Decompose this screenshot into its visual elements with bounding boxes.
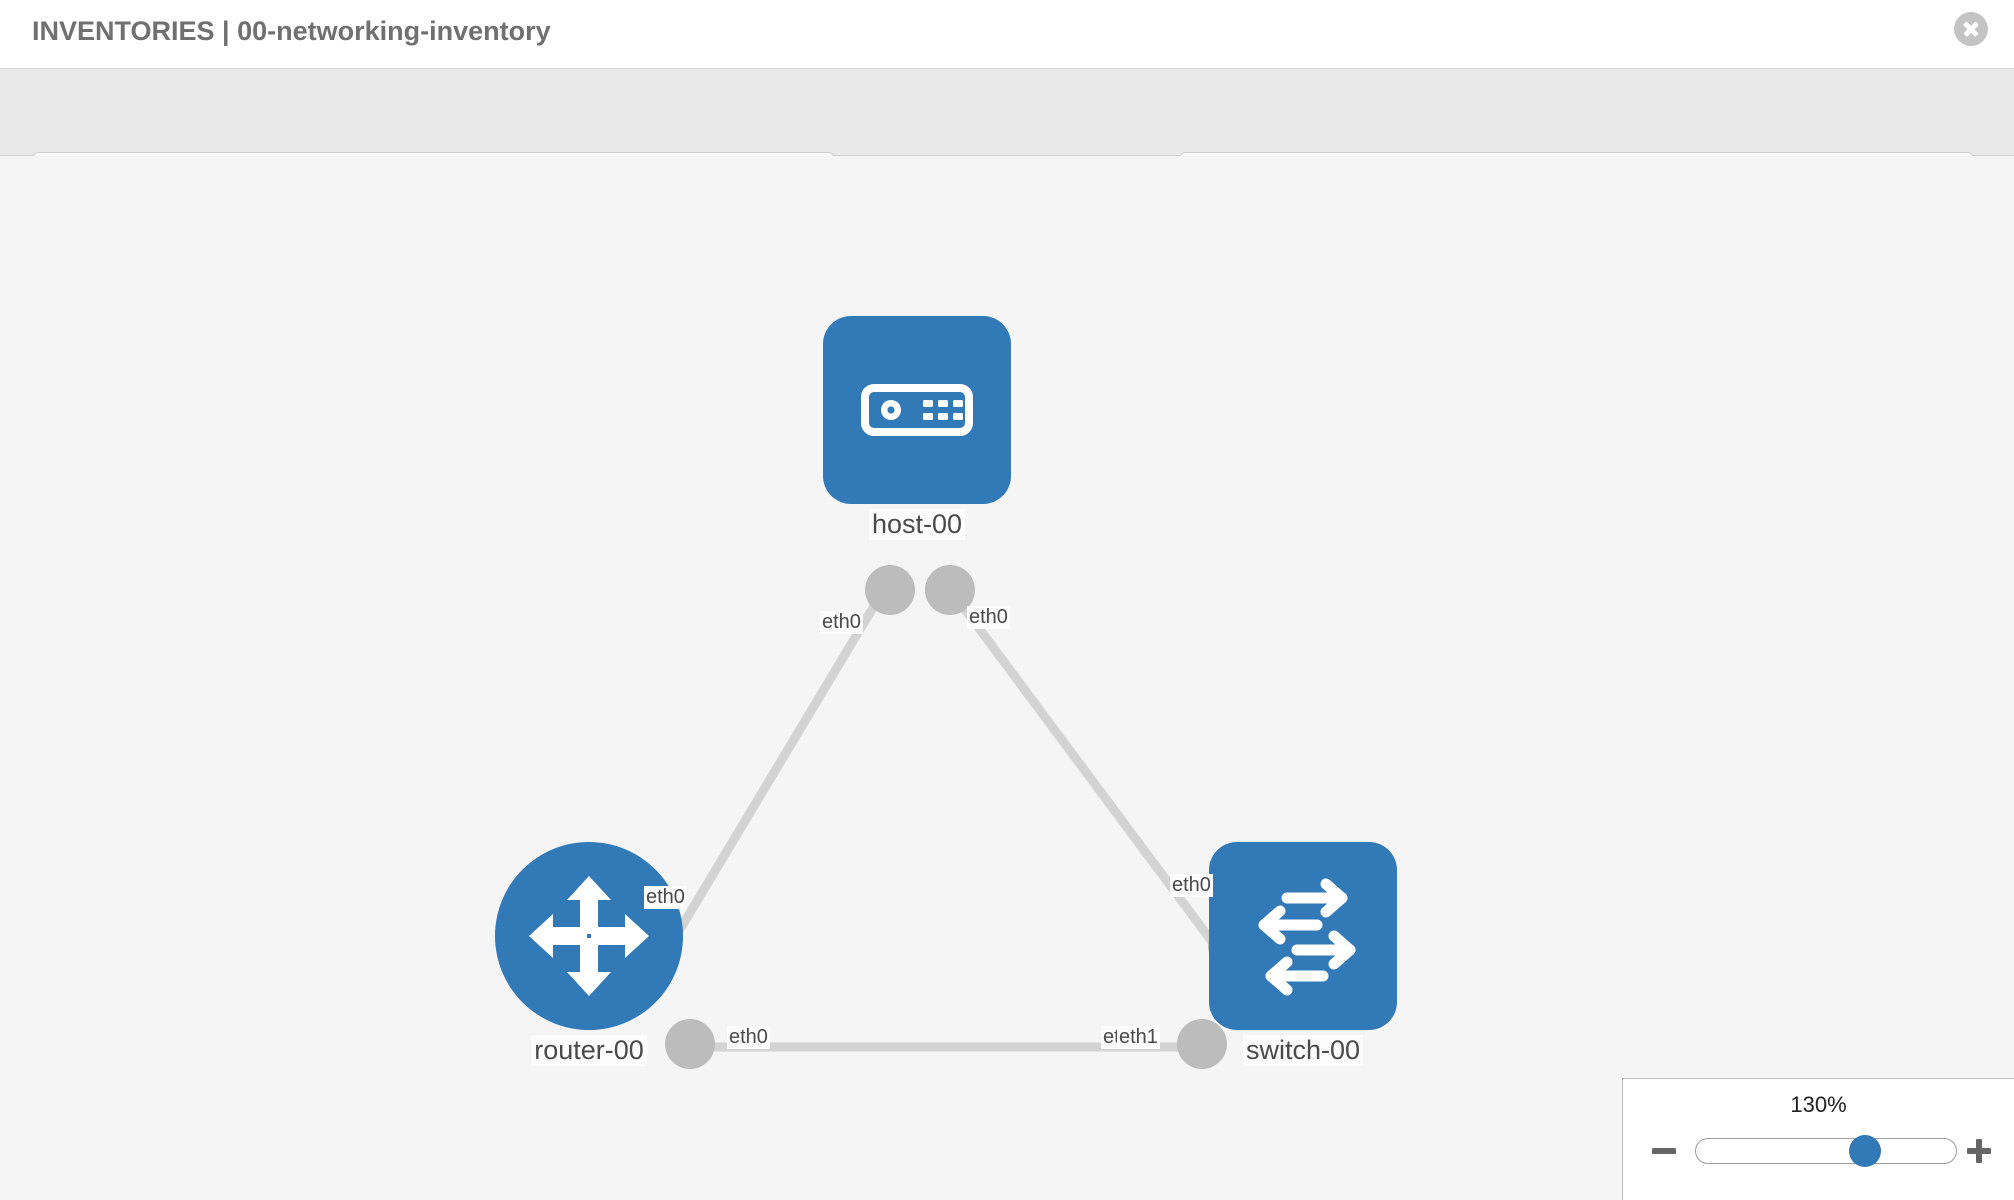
iface-label-switch-up: eth0 (1170, 874, 1213, 897)
interface-endpoint-router-right[interactable] (665, 1019, 715, 1069)
zoom-slider-row (1623, 1131, 2014, 1171)
plus-icon[interactable] (1964, 1136, 1994, 1166)
host-node-shape[interactable] (823, 316, 1011, 504)
node-label-switch-00: switch-00 (1242, 1035, 1364, 1066)
topology-node-router-00[interactable]: router-00 (495, 842, 683, 1066)
toolbar: ACTIONS SEARCH (0, 69, 2014, 204)
page-header: INVENTORIES | 00-networking-inventory (0, 0, 2014, 69)
node-label-host-00: host-00 (868, 509, 966, 540)
router-node-shape[interactable] (495, 842, 683, 1030)
interface-endpoint-host-right[interactable] (925, 565, 975, 615)
node-label-router-00: router-00 (531, 1035, 647, 1066)
topology-node-switch-00[interactable]: switch-00 (1209, 842, 1397, 1066)
server-icon (861, 384, 973, 436)
iface-label-router-up: eth0 (644, 886, 687, 909)
zoom-level-value: 130% (1790, 1092, 1847, 1117)
topology-links-layer (636, 565, 1258, 1069)
zoom-slider-track[interactable] (1695, 1135, 1957, 1167)
minus-icon[interactable] (1649, 1136, 1679, 1166)
interface-endpoint-host-left[interactable] (865, 565, 915, 615)
iface-label-router-right: eth0 (727, 1026, 770, 1049)
page-title: INVENTORIES | 00-networking-inventory (32, 16, 551, 46)
zoom-control-panel: 130% (1622, 1078, 2014, 1200)
topology-canvas[interactable]: host-00 router-00 (0, 156, 2014, 1200)
switch-icon (1258, 878, 1356, 996)
link-host00-switch00[interactable] (951, 593, 1249, 989)
switch-node-shape[interactable] (1209, 842, 1397, 1030)
iface-label-host-right: eth0 (967, 606, 1010, 629)
router-icon (529, 876, 649, 996)
topology-node-host-00[interactable]: host-00 (823, 316, 1011, 540)
iface-label-host-left: eth0 (820, 611, 863, 634)
iface-label-switch-left-b: eth1 (1117, 1026, 1160, 1049)
interface-endpoint-switch-left[interactable] (1177, 1019, 1227, 1069)
close-icon[interactable] (1954, 12, 1988, 46)
zoom-slider-thumb[interactable] (1849, 1135, 1881, 1167)
